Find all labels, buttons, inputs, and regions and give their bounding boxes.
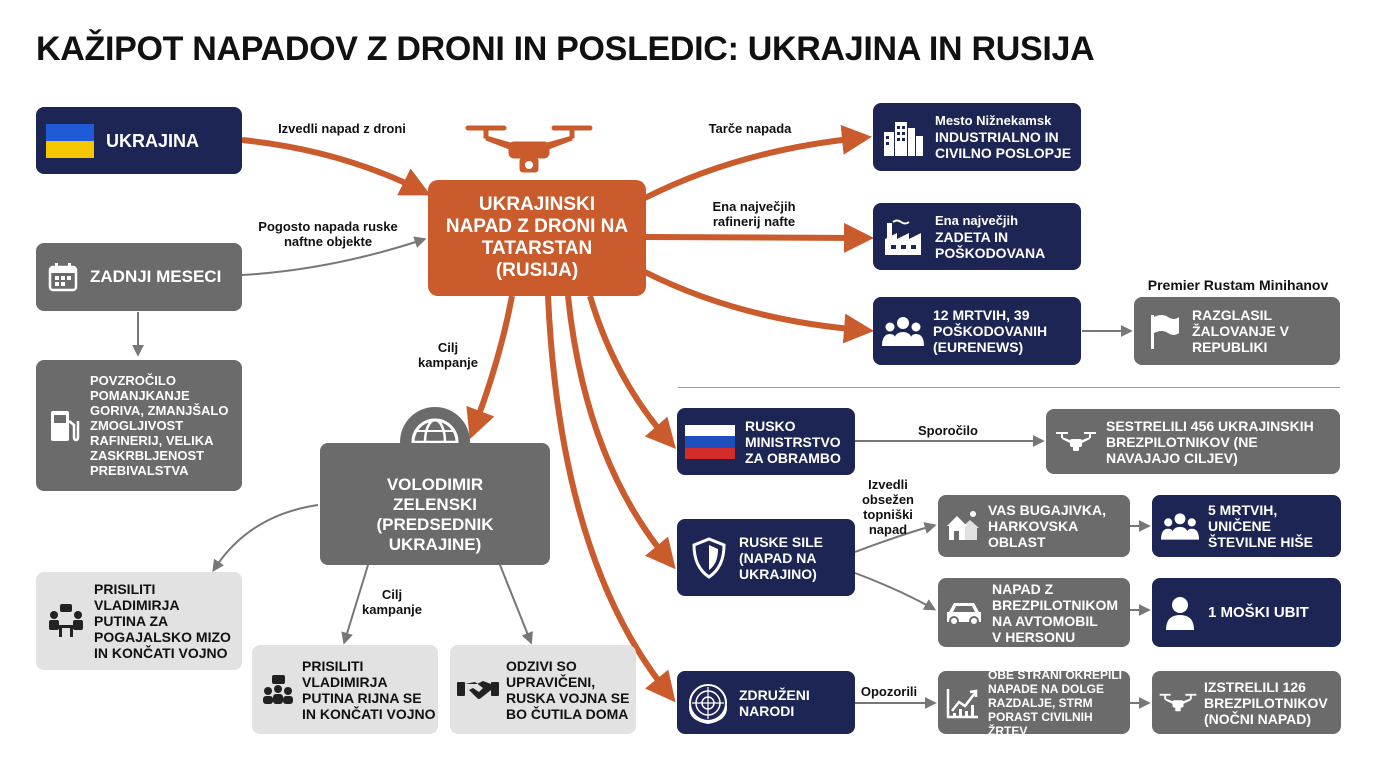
arrow-center-mesto xyxy=(643,124,872,201)
edge-label-izvedli-obsezen: Izvedli obsežen topniški napad xyxy=(861,477,914,537)
drone-icon xyxy=(1054,427,1098,457)
flag-icon xyxy=(1146,312,1182,350)
edge-label-tarce: Tarče napada xyxy=(708,121,792,136)
arrow-zelenski-odzivi xyxy=(499,564,533,645)
node-zelenski[interactable]: VOLODIMIR ZELENSKI (PREDSEDNIK UKRAJINE) xyxy=(320,443,550,565)
person-icon xyxy=(1162,595,1198,631)
node-zadnji-meseci-label: ZADNJI MESECI xyxy=(90,267,222,286)
node-ukrajina-label: UKRAJINA xyxy=(106,130,200,151)
arrow-center-ministrstvo xyxy=(587,295,676,449)
node-ruske-sile-label: RUSKE SILE (NAPAD NA UKRAJINO) xyxy=(739,533,824,582)
node-ruske-sile[interactable]: RUSKE SILE (NAPAD NA UKRAJINO) xyxy=(677,519,855,596)
node-obe-strani[interactable]: OBE STRANI OKREPILI NAPADE NA DOLGE RAZD… xyxy=(938,668,1130,738)
drone-icon xyxy=(1158,690,1198,716)
edge-label-sporocilo: Sporočilo xyxy=(918,423,978,438)
edge-label-opozorili: Opozorili xyxy=(860,684,918,699)
center-node-label: UKRAJINSKI NAPAD Z DRONI NA TATARSTAN (R… xyxy=(445,194,629,281)
car-icon xyxy=(944,598,984,628)
node-prisiliti-konc-label: PRISILITI VLADIMIRJA PUTINA RIJNA SE IN … xyxy=(302,657,436,722)
arrow-meseci-center xyxy=(241,236,427,276)
arrow-ukrajina-center xyxy=(241,137,431,196)
arrow-sile-vas xyxy=(854,522,937,553)
node-zelenski-label: VOLODIMIR ZELENSKI (PREDSEDNIK UKRAJINE) xyxy=(376,475,494,554)
un-emblem-icon xyxy=(685,680,731,726)
arrow-center-rafinerija xyxy=(644,222,874,253)
edge-label-ena-najvecjih: Ena največjih rafinerij nafte xyxy=(712,199,796,229)
arrow-zelenski-mizo xyxy=(212,504,319,573)
factory-icon xyxy=(881,217,925,257)
node-mesto[interactable]: Mesto Nižnekamsk INDUSTRIALNO IN CIVILNO… xyxy=(873,103,1081,171)
node-avtomobil[interactable]: NAPAD Z BREZPILOTNIKOM NA AVTOMOBIL V HE… xyxy=(938,578,1130,647)
node-odzivi-label: ODZIVI SO UPRAVIČENI, RUSKA VOJNA SE BO … xyxy=(506,657,630,722)
node-mrtvi5[interactable]: 5 MRTVIH, UNIČENE ŠTEVILNE HIŠE xyxy=(1152,495,1341,557)
edge-label-pogosto: Pogosto napada ruske naftne objekte xyxy=(258,219,398,249)
arrow-center-zelenski xyxy=(466,295,515,440)
node-mrtvi-label: 12 MRTVIH, 39 POŠKODOVANIH (EURENEWS) xyxy=(933,307,1048,355)
buildings-icon xyxy=(881,117,925,157)
people-group-icon xyxy=(1160,510,1200,542)
drone-icon xyxy=(465,125,593,173)
node-rafinerija[interactable]: Ena največjih ZADETA IN POŠKODOVANA xyxy=(873,203,1081,270)
node-sestrelili[interactable]: SESTRELILI 456 UKRAJINSKIH BREZPILOTNIKO… xyxy=(1046,409,1340,474)
node-sestrelili-label: SESTRELILI 456 UKRAJINSKIH BREZPILOTNIKO… xyxy=(1106,417,1314,466)
node-zn[interactable]: ZDRUŽENI NARODI xyxy=(677,671,855,734)
node-avtomobil-label: NAPAD Z BREZPILOTNIKOM NA AVTOMOBIL V HE… xyxy=(992,580,1118,645)
calendar-icon xyxy=(46,260,80,294)
node-mrtvi[interactable]: 12 MRTVIH, 39 POŠKODOVANIH (EURENEWS) xyxy=(873,297,1081,365)
node-odzivi[interactable]: ODZIVI SO UPRAVIČENI, RUSKA VOJNA SE BO … xyxy=(450,645,636,734)
node-prisiliti-konc[interactable]: PRISILITI VLADIMIRJA PUTINA RIJNA SE IN … xyxy=(252,645,438,734)
node-obe-strani-label: OBE STRANI OKREPILI NAPADE NA DOLGE RAZD… xyxy=(988,667,1123,738)
node-rafinerija-label: ZADETA IN POŠKODOVANA xyxy=(935,228,1046,261)
edge-label-cilj2: Cilj kampanje xyxy=(362,587,422,617)
negotiation-table-icon xyxy=(44,601,88,641)
speaking-people-icon xyxy=(260,672,296,708)
node-izstrelili[interactable]: IZSTRELILI 126 BREZPILOTNIKOV (NOČNI NAP… xyxy=(1152,671,1341,734)
node-ministrstvo[interactable]: RUSKO MINISTRSTVO ZA OBRAMBO xyxy=(677,408,855,475)
edge-label-cilj1: Cilj kampanje xyxy=(418,340,478,370)
handshake-icon xyxy=(456,674,500,706)
node-ministrstvo-label: RUSKO MINISTRSTVO ZA OBRAMBO xyxy=(745,417,841,466)
houses-icon xyxy=(944,509,980,543)
edge-label-izvedli-napad: Izvedli napad z droni xyxy=(278,121,406,136)
russia-flag-icon xyxy=(685,424,735,459)
arrow-sile-avtomobil xyxy=(854,572,937,611)
node-zn-label: ZDRUŽENI NARODI xyxy=(739,686,810,719)
node-moski[interactable]: 1 MOŠKI UBIT xyxy=(1152,578,1341,647)
page-title: KAŽIPOT NAPADOV Z DRONI IN POSLEDIC: UKR… xyxy=(36,30,1095,68)
node-mesto-label: INDUSTRIALNO IN CIVILNO POSLOPJE xyxy=(935,129,1072,161)
shield-icon xyxy=(689,536,729,580)
fuel-pump-icon xyxy=(46,406,82,446)
node-ukrajina[interactable]: UKRAJINA xyxy=(36,107,242,174)
node-povzrocilo[interactable]: POVZROČILO POMANJKANJE GORIVA, ZMANJŠALO… xyxy=(36,360,242,491)
premier-label: Premier Rustam Minihanov xyxy=(1147,277,1329,293)
arrow-center-ruske-sile xyxy=(565,295,676,570)
arrow-center-mrtvi xyxy=(643,269,874,344)
node-vas-label: VAS BUGAJIVKA, HARKOVSKA OBLAST xyxy=(988,502,1106,550)
center-node[interactable]: UKRAJINSKI NAPAD Z DRONI NA TATARSTAN (R… xyxy=(428,180,646,296)
node-zalovanje-label: RAZGLASIL ŽALOVANJE V REPUBLIKI xyxy=(1192,307,1289,355)
node-rafinerija-top: Ena največjih xyxy=(935,212,1019,228)
ukraine-flag-icon xyxy=(46,123,94,158)
node-izstrelili-label: IZSTRELILI 126 BREZPILOTNIKOV (NOČNI NAP… xyxy=(1204,678,1328,727)
node-prisiliti-mizo-label: PRISILITI VLADIMIRJA PUTINA ZA POGAJALSK… xyxy=(94,581,231,661)
node-mrtvi5-label: 5 MRTVIH, UNIČENE ŠTEVILNE HIŠE xyxy=(1208,502,1314,550)
node-mesto-city: Mesto Nižnekamsk xyxy=(935,113,1052,128)
node-zadnji-meseci[interactable]: ZADNJI MESECI xyxy=(36,243,242,311)
arrow-zelenski-konc xyxy=(341,564,369,645)
node-prisiliti-mizo[interactable]: PRISILITI VLADIMIRJA PUTINA ZA POGAJALSK… xyxy=(36,572,242,670)
node-zalovanje[interactable]: RAZGLASIL ŽALOVANJE V REPUBLIKI xyxy=(1134,297,1340,365)
node-moski-label: 1 MOŠKI UBIT xyxy=(1208,603,1309,621)
node-vas[interactable]: VAS BUGAJIVKA, HARKOVSKA OBLAST xyxy=(938,495,1130,557)
section-divider xyxy=(678,387,1340,388)
node-povzrocilo-label: POVZROČILO POMANJKANJE GORIVA, ZMANJŠALO… xyxy=(90,373,229,478)
chart-up-icon xyxy=(944,685,982,721)
arrow-center-zn xyxy=(545,295,676,703)
people-group-icon xyxy=(881,313,925,349)
